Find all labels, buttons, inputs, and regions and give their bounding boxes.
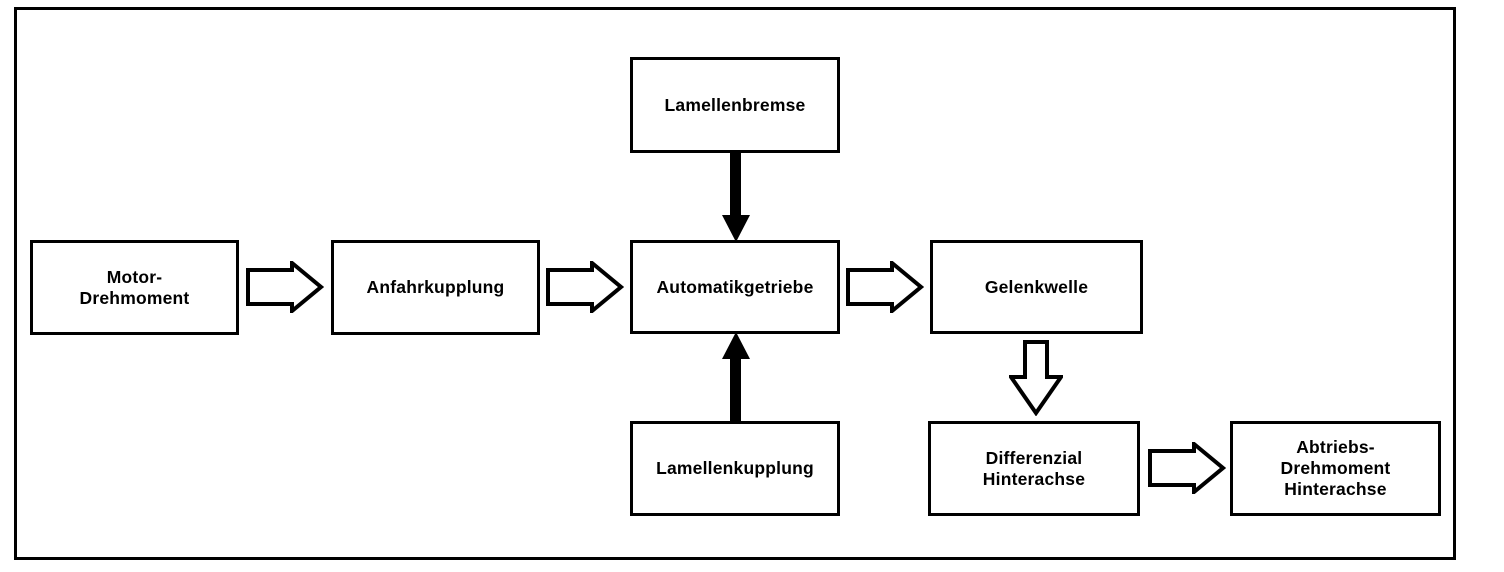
arrow-right-outline-automatikgetriebe-to-gelenkwelle-icon	[846, 261, 924, 313]
arrow-right-outline-differenzial-to-abtriebs-icon	[1148, 442, 1226, 494]
node-lamellenbremse: Lamellenbremse	[630, 57, 840, 153]
node-differenzial-hinterachse-label: Differenzial Hinterachse	[982, 447, 1086, 489]
node-gelenkwelle-label: Gelenkwelle	[984, 276, 1089, 297]
node-abtriebs-drehmoment-hinterachse-label: Abtriebs- Drehmoment Hinterachse	[1280, 437, 1391, 499]
arrow-down-outline-gelenkwelle-to-differenzial-icon	[1009, 340, 1063, 416]
node-motor-drehmoment-label: Motor- Drehmoment	[79, 266, 190, 308]
node-gelenkwelle: Gelenkwelle	[930, 240, 1143, 334]
node-motor-drehmoment: Motor- Drehmoment	[30, 240, 239, 335]
node-lamellenbremse-label: Lamellenbremse	[664, 94, 806, 115]
node-automatikgetriebe: Automatikgetriebe	[630, 240, 840, 334]
arrow-up-solid-lamellenkupplung-to-automatikgetriebe-icon	[722, 332, 750, 423]
node-lamellenkupplung-label: Lamellenkupplung	[656, 458, 814, 478]
arrow-down-solid-lamellenbremse-to-automatikgetriebe-icon	[722, 152, 750, 242]
node-abtriebs-drehmoment-hinterachse: Abtriebs- Drehmoment Hinterachse	[1230, 421, 1441, 516]
node-anfahrkupplung-label: Anfahrkupplung	[366, 277, 505, 297]
node-automatikgetriebe-label: Automatikgetriebe	[656, 276, 814, 297]
node-differenzial-hinterachse: Differenzial Hinterachse	[928, 421, 1140, 516]
arrow-right-outline-anfahrkupplung-to-automatikgetriebe-icon	[546, 261, 624, 313]
arrow-right-outline-motor-to-anfahrkupplung-icon	[246, 261, 324, 313]
node-lamellenkupplung: Lamellenkupplung	[630, 421, 840, 516]
node-anfahrkupplung: Anfahrkupplung	[331, 240, 540, 335]
